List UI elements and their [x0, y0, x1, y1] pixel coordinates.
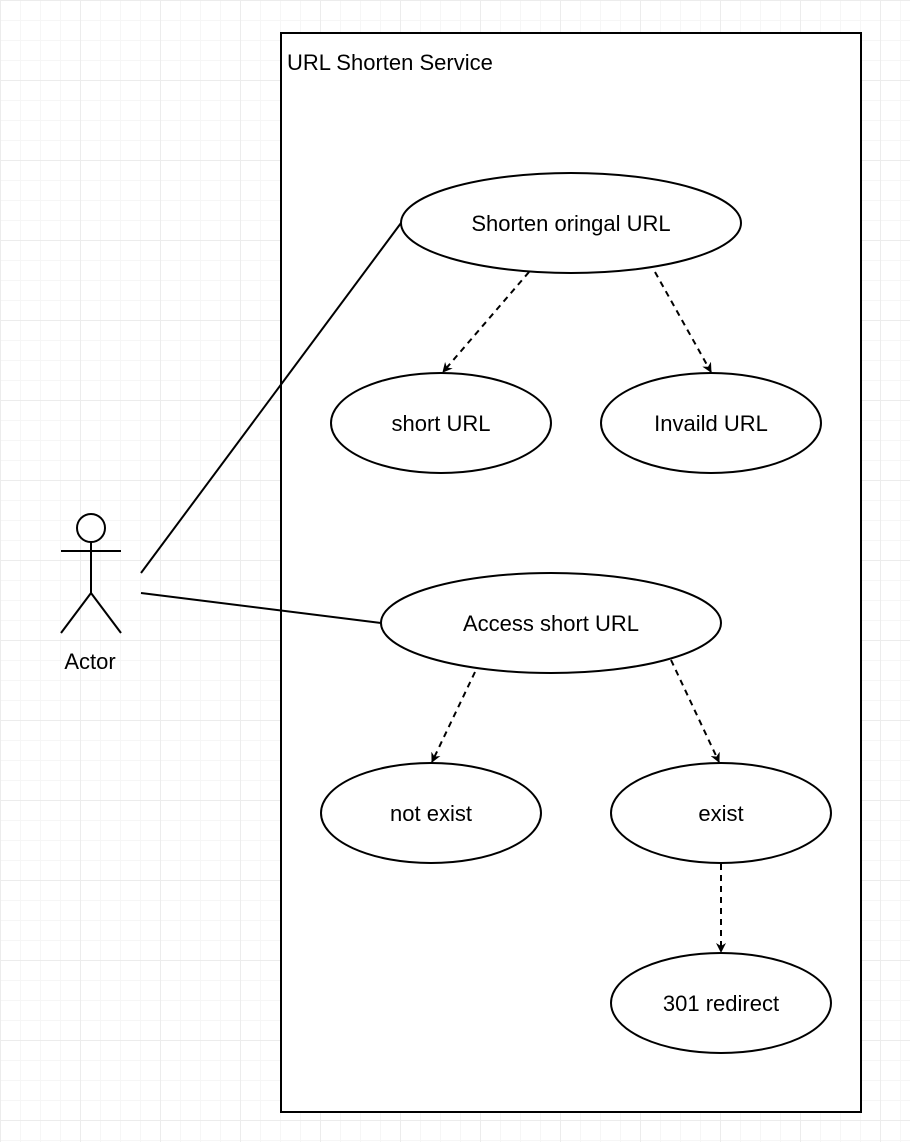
use-case-redirect-label: 301 redirect: [663, 991, 779, 1016]
use-case-not-exist-label: not exist: [390, 801, 472, 826]
actor[interactable]: Actor: [60, 513, 122, 674]
actor-head-icon: [76, 513, 106, 543]
arrow-shorten-to-invalid-url[interactable]: [654, 271, 712, 373]
use-case-invalid-url[interactable]: Invaild URL: [600, 372, 822, 474]
actor-label: Actor: [64, 649, 115, 674]
use-case-shorten[interactable]: Shorten oringal URL: [400, 172, 742, 274]
association-access[interactable]: [140, 592, 382, 624]
arrow-access-to-not-exist[interactable]: [431, 671, 476, 763]
system-title: URL Shorten Service: [287, 50, 493, 75]
use-case-access[interactable]: Access short URL: [380, 572, 722, 674]
use-case-redirect[interactable]: 301 redirect: [610, 952, 832, 1054]
use-case-exist-label: exist: [698, 801, 743, 826]
association-shorten[interactable]: [140, 222, 402, 574]
use-case-not-exist[interactable]: not exist: [320, 762, 542, 864]
actor-right-leg: [90, 592, 122, 634]
use-case-short-url[interactable]: short URL: [330, 372, 552, 474]
use-case-invalid-url-label: Invaild URL: [654, 411, 768, 436]
use-case-short-url-label: short URL: [391, 411, 490, 436]
arrow-access-to-exist[interactable]: [670, 659, 720, 763]
actor-left-leg: [60, 592, 92, 634]
use-case-exist[interactable]: exist: [610, 762, 832, 864]
use-case-shorten-label: Shorten oringal URL: [471, 211, 670, 236]
use-case-access-label: Access short URL: [463, 611, 639, 636]
